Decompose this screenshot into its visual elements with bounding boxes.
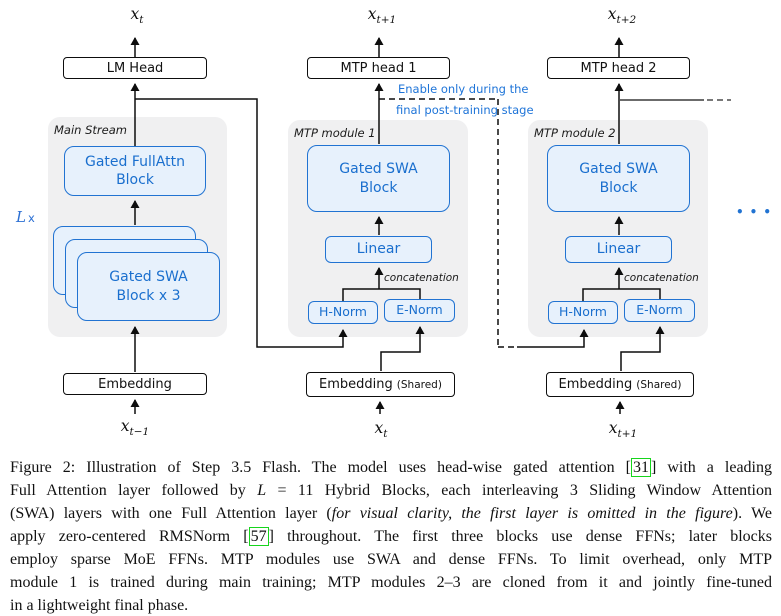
mtp2-swa-label-line1: Gated SWA	[579, 161, 658, 178]
mtp-head-1-box: MTP head 1	[307, 57, 450, 79]
mtp-module-1-panel-label: MTP module 1	[294, 126, 376, 140]
citation-link[interactable]: 31	[631, 458, 651, 477]
mtp2-swa-label-line2: Block	[599, 179, 638, 196]
caption-line: employ sparse MoE FFNs. MTP modules use …	[10, 551, 772, 568]
h-norm-label-mtp1: H-Norm	[318, 304, 367, 320]
concatenation-label-mtp1: concatenation	[384, 272, 459, 284]
embedding-label-mtp1: Embedding	[319, 377, 393, 392]
caption-line: module 1 is trained during main training…	[10, 574, 772, 591]
embedding-shared-suffix-mtp2: (Shared)	[636, 378, 682, 391]
linear-label-mtp2: Linear	[596, 241, 641, 258]
caption-line: (SWA) layers with one Full Attention lay…	[10, 505, 772, 522]
branch-hidden-state-to-hnorm1	[135, 98, 348, 348]
lm-head-label: LM Head	[106, 60, 164, 76]
linear-label-mtp1: Linear	[356, 241, 401, 258]
embedding-label-main: Embedding	[98, 376, 172, 392]
caption-line: apply zero-centered RMSNorm [57] through…	[10, 527, 772, 546]
e-norm-box-mtp1: E-Norm	[384, 299, 455, 322]
concat1-bracket	[342, 288, 421, 302]
embedding-box-main: Embedding	[63, 373, 207, 395]
figure-caption: Figure 2: Illustration of Step 3.5 Flash…	[10, 456, 772, 616]
lm-head-box: LM Head	[63, 57, 207, 79]
embedding-box-mtp2: Embedding (Shared)	[546, 372, 694, 397]
caption-line: Figure 2: Illustration of Step 3.5 Flash…	[10, 458, 773, 477]
main-stream-panel-label: Main Stream	[54, 123, 127, 137]
caption-line: in a lightweight final phase.	[10, 597, 189, 614]
fullattn-label-line1: Gated FullAttn	[85, 153, 185, 170]
connector-lines	[130, 37, 731, 414]
e-norm-box-mtp2: E-Norm	[624, 299, 695, 322]
output-var-xt: xt	[130, 5, 144, 27]
gated-swa-block-box-mtp1: Gated SWA Block	[307, 145, 450, 212]
arrow-embed2-to-enorm1	[380, 326, 425, 371]
main-swa-label-line2: Block x 3	[116, 287, 181, 304]
embedding-shared-suffix-mtp1: (Shared)	[396, 378, 442, 391]
concat2-bracket	[582, 288, 661, 302]
input-var-xt: xt	[374, 419, 388, 441]
e-norm-label-mtp2: E-Norm	[636, 302, 683, 318]
fullattn-label-line2: Block	[116, 172, 154, 188]
output-var-xtp2: xt+2	[607, 5, 637, 27]
caption-line: Full Attention layer followed by L = 11 …	[10, 482, 772, 499]
linear-box-mtp1: Linear	[325, 236, 432, 263]
input-var-xtm1: xt−1	[120, 417, 150, 439]
mtp-module-2-panel-label: MTP module 2	[534, 126, 616, 140]
arrow-embed3-to-enorm2	[620, 326, 665, 371]
input-var-xtp1: xt+1	[608, 419, 638, 441]
mtp-head-2-label: MTP head 2	[580, 60, 657, 76]
h-norm-box-mtp1: H-Norm	[308, 301, 378, 324]
mtp-head-2-box: MTP head 2	[547, 57, 690, 79]
concatenation-label-mtp2: concatenation	[624, 272, 699, 284]
output-var-xtp1: xt+1	[367, 5, 397, 27]
mtp-head-1-label: MTP head 1	[340, 60, 417, 76]
h-norm-box-mtp2: H-Norm	[548, 301, 618, 324]
mtp1-swa-label-line2: Block	[359, 179, 398, 196]
enable-note-line1: Enable only during the	[398, 82, 529, 96]
gated-swa-stack-card-front: Gated SWA Block x 3	[77, 252, 220, 321]
embedding-label-mtp2: Embedding	[558, 377, 633, 392]
gated-swa-block-box-mtp2: Gated SWA Block	[547, 145, 690, 212]
citation-link[interactable]: 57	[248, 527, 269, 546]
e-norm-label-mtp1: E-Norm	[396, 302, 443, 318]
embedding-box-mtp1: Embedding (Shared)	[306, 372, 455, 397]
h-norm-label-mtp2: H-Norm	[558, 304, 607, 320]
arrow-branch-to-hnorm2	[517, 329, 589, 348]
enable-note-line2: final post-training stage	[396, 103, 534, 117]
main-swa-label-line1: Gated SWA	[109, 269, 188, 286]
linear-box-mtp2: Linear	[565, 236, 672, 263]
continuation-dots: •••	[736, 205, 778, 219]
mtp1-swa-label-line1: Gated SWA	[339, 161, 418, 178]
gated-fullattn-block-box: Gated FullAttn Block	[64, 146, 206, 196]
